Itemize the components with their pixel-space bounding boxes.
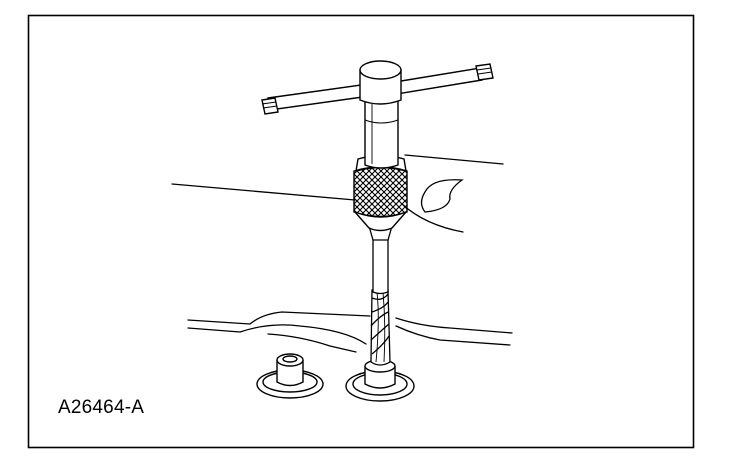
spiral-extractor bbox=[370, 289, 391, 366]
figure-label: A26464-A bbox=[58, 397, 145, 418]
bolt-hole-boss bbox=[345, 359, 415, 402]
figure-border bbox=[27, 14, 695, 449]
wrench-shank bbox=[368, 225, 393, 295]
t-handle-tap-wrench bbox=[261, 60, 494, 169]
stud-boss bbox=[256, 353, 324, 399]
engine-surface bbox=[171, 154, 513, 353]
